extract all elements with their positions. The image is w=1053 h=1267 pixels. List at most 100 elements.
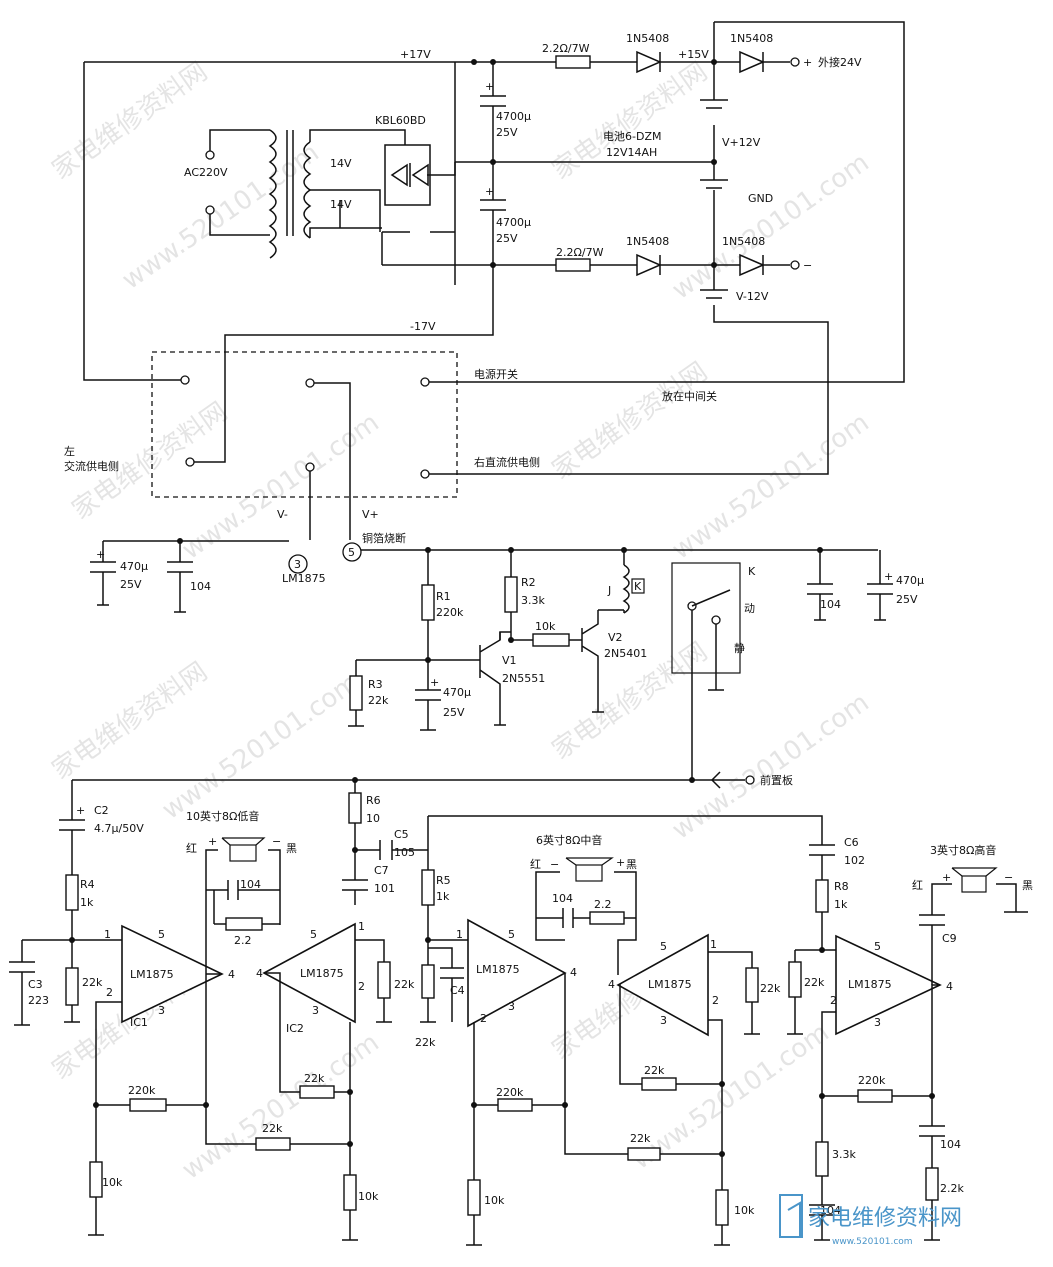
r8-label: R8 <box>834 880 849 893</box>
diode-3 <box>636 253 662 277</box>
relay-coil <box>621 547 645 614</box>
ic5-name: LM1875 <box>848 978 892 991</box>
transistor-v2 <box>581 609 624 712</box>
winding2-label: 14V <box>330 198 352 211</box>
svg-text:2: 2 <box>358 980 365 993</box>
logo-url: www.520101.com <box>832 1237 913 1247</box>
svg-text:4: 4 <box>608 978 615 991</box>
resistor-22k-in <box>65 967 79 1006</box>
svg-text:3: 3 <box>312 1004 319 1017</box>
r3-value: 22k <box>368 694 389 707</box>
r4-label: R4 <box>80 878 95 891</box>
svg-text:2: 2 <box>712 994 719 1007</box>
ctop-voltage: 25V <box>496 126 518 139</box>
r8-value: 1k <box>834 898 848 911</box>
c104a-value: 104 <box>190 580 211 593</box>
r10k-d-value: 10k <box>734 1204 755 1217</box>
opamp-ic1 <box>121 924 224 1024</box>
r4-value: 1k <box>80 896 94 909</box>
r3-3k-value: 3.3k <box>832 1148 856 1161</box>
resistor-10k-base <box>532 633 570 647</box>
r2-2a-value: 2.2 <box>234 934 252 947</box>
resistor-r8 <box>815 879 829 913</box>
midrange-speaker <box>535 857 637 975</box>
site-logo: 家电维修资料网 www.520101.com <box>779 1194 962 1247</box>
r22k-fb4-value: 22k <box>644 1064 665 1077</box>
v2-type: 2N5401 <box>604 647 647 660</box>
watermark-layer: 家电维修资料网 www.520101.com 家电维修资料网 www.52010… <box>47 57 875 1186</box>
relay-k-label: K <box>634 580 642 593</box>
svg-text:+: + <box>803 56 812 69</box>
d3-label: 1N5408 <box>626 235 669 248</box>
watermark-text: 家电维修资料网 <box>547 57 713 186</box>
logo-text: 家电维修资料网 <box>808 1206 962 1231</box>
resistor-2k2 <box>925 1167 939 1201</box>
winding1-label: 14V <box>330 157 352 170</box>
ic4-name: LM1875 <box>648 978 692 991</box>
resistor-22k-fb4 <box>641 1077 677 1091</box>
resistor-22k-ic4 <box>745 967 759 1003</box>
watermark-url: www.520101.com <box>667 688 875 846</box>
mute-relay-section: + 470μ 25V 104 R1 220k R2 3.3k + R3 22k … <box>72 538 924 789</box>
jing-label: 静 <box>734 641 745 655</box>
cbot-voltage: 25V <box>496 232 518 245</box>
left-label-1: 左 <box>64 445 75 458</box>
svg-text:+: + <box>485 80 494 93</box>
power-switch: 电源开关 放在中间关 左 交流供电侧 右直流供电侧 V- V+ 铜箔烧断 3 5… <box>64 351 717 585</box>
watermark-text: 家电维修资料网 <box>547 357 713 486</box>
svg-text:+: + <box>884 570 893 583</box>
svg-text:1: 1 <box>104 928 111 941</box>
svg-text:4: 4 <box>570 966 577 979</box>
r5-label: R5 <box>436 874 451 887</box>
r2-value: 3.3k <box>521 594 545 607</box>
tweeter-speaker <box>919 867 1028 985</box>
relay-contacts <box>671 562 741 780</box>
c7-label: C7 <box>374 864 389 877</box>
transformer <box>205 129 406 259</box>
svg-text:5: 5 <box>158 928 165 941</box>
ext24-terminal <box>790 57 800 67</box>
v17p-label: +17V <box>400 48 431 61</box>
svg-text:−: − <box>1004 871 1013 884</box>
foil-fuse-label: 铜箔烧断 <box>362 531 406 545</box>
resistor-r2 <box>504 576 518 613</box>
middle-off-label: 放在中间关 <box>662 389 717 403</box>
r6-label: R6 <box>366 794 381 807</box>
switch-label: 电源开关 <box>474 367 518 381</box>
vminus-label: V- <box>277 508 288 521</box>
c4-label: C4 <box>450 984 465 997</box>
r22k-ic2-value: 22k <box>394 978 415 991</box>
c104-mid-value: 104 <box>552 892 573 905</box>
svg-text:−: − <box>803 259 812 272</box>
c104b-value: 104 <box>820 598 841 611</box>
r1-label: R1 <box>436 590 451 603</box>
c5-value: 105 <box>394 846 415 859</box>
woofer-black: 黑 <box>286 842 297 855</box>
transistor-v1 <box>479 631 582 725</box>
svg-text:1: 1 <box>456 928 463 941</box>
svg-text:+: + <box>208 835 217 848</box>
opamp-ic4 <box>616 933 709 1037</box>
woofer-red: 红 <box>186 842 197 855</box>
svg-text:+: + <box>430 676 439 689</box>
r220k-a-value: 220k <box>128 1084 156 1097</box>
svg-text:2: 2 <box>480 1012 487 1025</box>
resistor-r6 <box>348 792 362 824</box>
svg-text:5: 5 <box>508 928 515 941</box>
r220k-b-value: 220k <box>496 1086 524 1099</box>
relay-j-label: J <box>607 584 611 597</box>
bridge-rectifier <box>384 144 431 206</box>
woofer-label: 10英寸8Ω低音 <box>186 809 259 823</box>
r10k-b-value: 10k <box>358 1190 379 1203</box>
k-contact-label: K <box>748 565 756 578</box>
resistor-r1 <box>421 584 435 621</box>
c470a-voltage: 25V <box>120 578 142 591</box>
c3-label: C3 <box>28 978 43 991</box>
r1-value: 220k <box>436 606 464 619</box>
vm12-label: V-12V <box>736 290 769 303</box>
r10k-a-value: 10k <box>102 1176 123 1189</box>
resistor-2r2-bottom <box>555 258 591 272</box>
c7-value: 101 <box>374 882 395 895</box>
r10k-c-value: 10k <box>484 1194 505 1207</box>
